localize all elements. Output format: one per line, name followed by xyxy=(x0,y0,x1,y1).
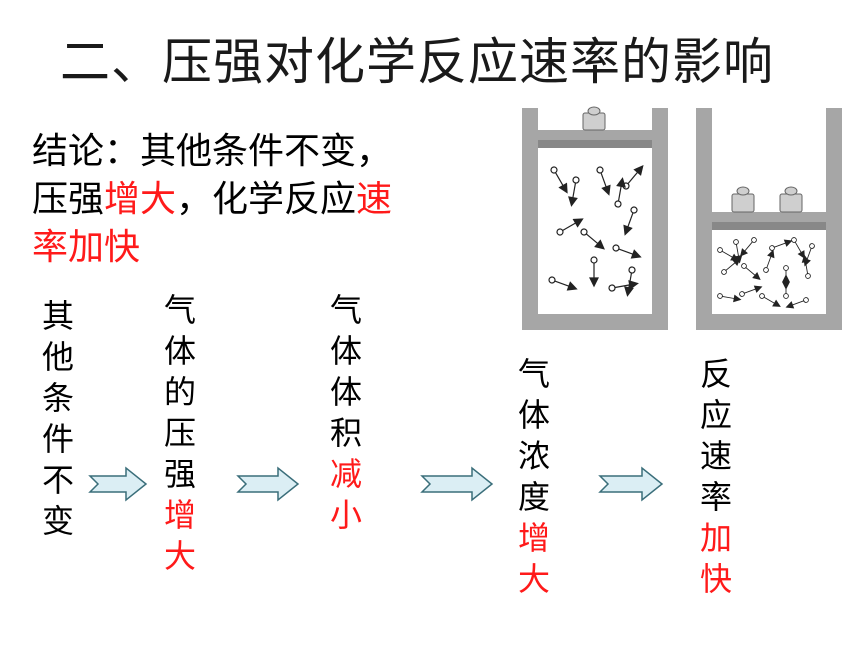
flow-step-5-text: 反应速率 xyxy=(699,355,732,516)
gas-molecule xyxy=(717,237,815,309)
flow-step-4-text: 气体浓度 xyxy=(517,355,550,516)
flow-step-5-highlight: 加快 xyxy=(699,519,732,598)
weight xyxy=(582,106,606,131)
flow-step-3-text: 气体体积 xyxy=(329,291,362,452)
flow-arrow-2 xyxy=(236,466,300,502)
conclusion-line1: 结论：其他条件不变， xyxy=(32,131,393,172)
piston-bottom xyxy=(538,140,652,148)
piston-top xyxy=(538,130,652,140)
flow-step-2-text: 气体的压强 xyxy=(163,291,196,493)
conclusion-line3: 率加快 xyxy=(32,227,141,268)
flow-step-1: 其他条件不变 xyxy=(38,296,78,542)
flow-arrow-1 xyxy=(88,466,148,502)
conclusion-text: 结论：其他条件不变， 压强增大，化学反应速 率加快 xyxy=(32,128,482,272)
container-interior xyxy=(712,108,826,314)
flow-arrow-3 xyxy=(420,466,494,502)
conclusion-line2-b: 增大 xyxy=(104,179,177,220)
conclusion-line2-d: 速 xyxy=(356,179,393,220)
conclusion-line2-c: ，化学反应 xyxy=(176,179,357,220)
flow-step-5: 反应速率 加快 xyxy=(696,354,736,600)
flow-step-3: 气体体积 减小 xyxy=(326,290,366,536)
weight xyxy=(731,186,803,213)
flow-step-2: 气体的压强 增大 xyxy=(160,290,200,577)
conclusion-line2-a: 压强 xyxy=(32,179,105,220)
flow-step-2-highlight: 增大 xyxy=(163,496,196,575)
flow-arrow-4 xyxy=(598,466,664,502)
piston-top xyxy=(712,212,826,222)
gas-molecule xyxy=(548,165,644,297)
container-diagram-left xyxy=(522,106,668,330)
flow-step-4-highlight: 增大 xyxy=(517,519,550,598)
piston-bottom xyxy=(712,222,826,230)
flow-step-3-highlight: 减小 xyxy=(329,455,362,534)
flow-step-1-text: 其他条件不变 xyxy=(41,297,74,540)
flow-step-4: 气体浓度 增大 xyxy=(514,354,554,600)
container-diagram-right xyxy=(696,108,842,330)
page-title: 二、压强对化学反应速率的影响 xyxy=(60,33,774,91)
